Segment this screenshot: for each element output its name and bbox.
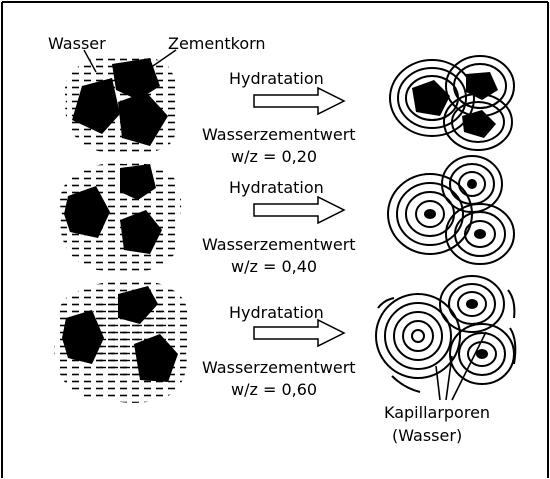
- kapillarporen-sub-label: (Wasser): [392, 426, 462, 445]
- zementkorn-label: Zementkorn: [168, 34, 266, 53]
- row-2-ratio-title: Wasserzementwert: [202, 235, 356, 254]
- row-3-ratio-value: w/z = 0,60: [231, 380, 317, 399]
- row-1-ratio-title: Wasserzementwert: [202, 125, 356, 144]
- row-2-ratio-value: w/z = 0,40: [231, 257, 317, 276]
- row-1-ratio-value: w/z = 0,20: [231, 147, 317, 166]
- row-2-hydrated: [388, 156, 514, 264]
- kapillarporen-label: Kapillarporen: [384, 403, 490, 422]
- row-2-process-label: Hydratation: [229, 178, 324, 197]
- wasser-label: Wasser: [48, 34, 106, 53]
- row-1-process-label: Hydratation: [229, 69, 324, 88]
- row-3-cement-paste: [54, 281, 190, 403]
- row-1-arrow: [254, 88, 344, 114]
- row-3-arrow: [254, 320, 344, 346]
- row-3-process-label: Hydratation: [229, 303, 324, 322]
- row-3-ratio-title: Wasserzementwert: [202, 358, 356, 377]
- unhydrated-core: [412, 80, 450, 116]
- row-1-cement-paste: [65, 55, 178, 154]
- row-1-hydrated: [390, 56, 514, 150]
- row-2-cement-paste: [60, 163, 181, 272]
- kapillarporen-pointer: [446, 356, 452, 400]
- row-2-arrow: [254, 197, 344, 223]
- row-3-hydrated: [376, 276, 515, 392]
